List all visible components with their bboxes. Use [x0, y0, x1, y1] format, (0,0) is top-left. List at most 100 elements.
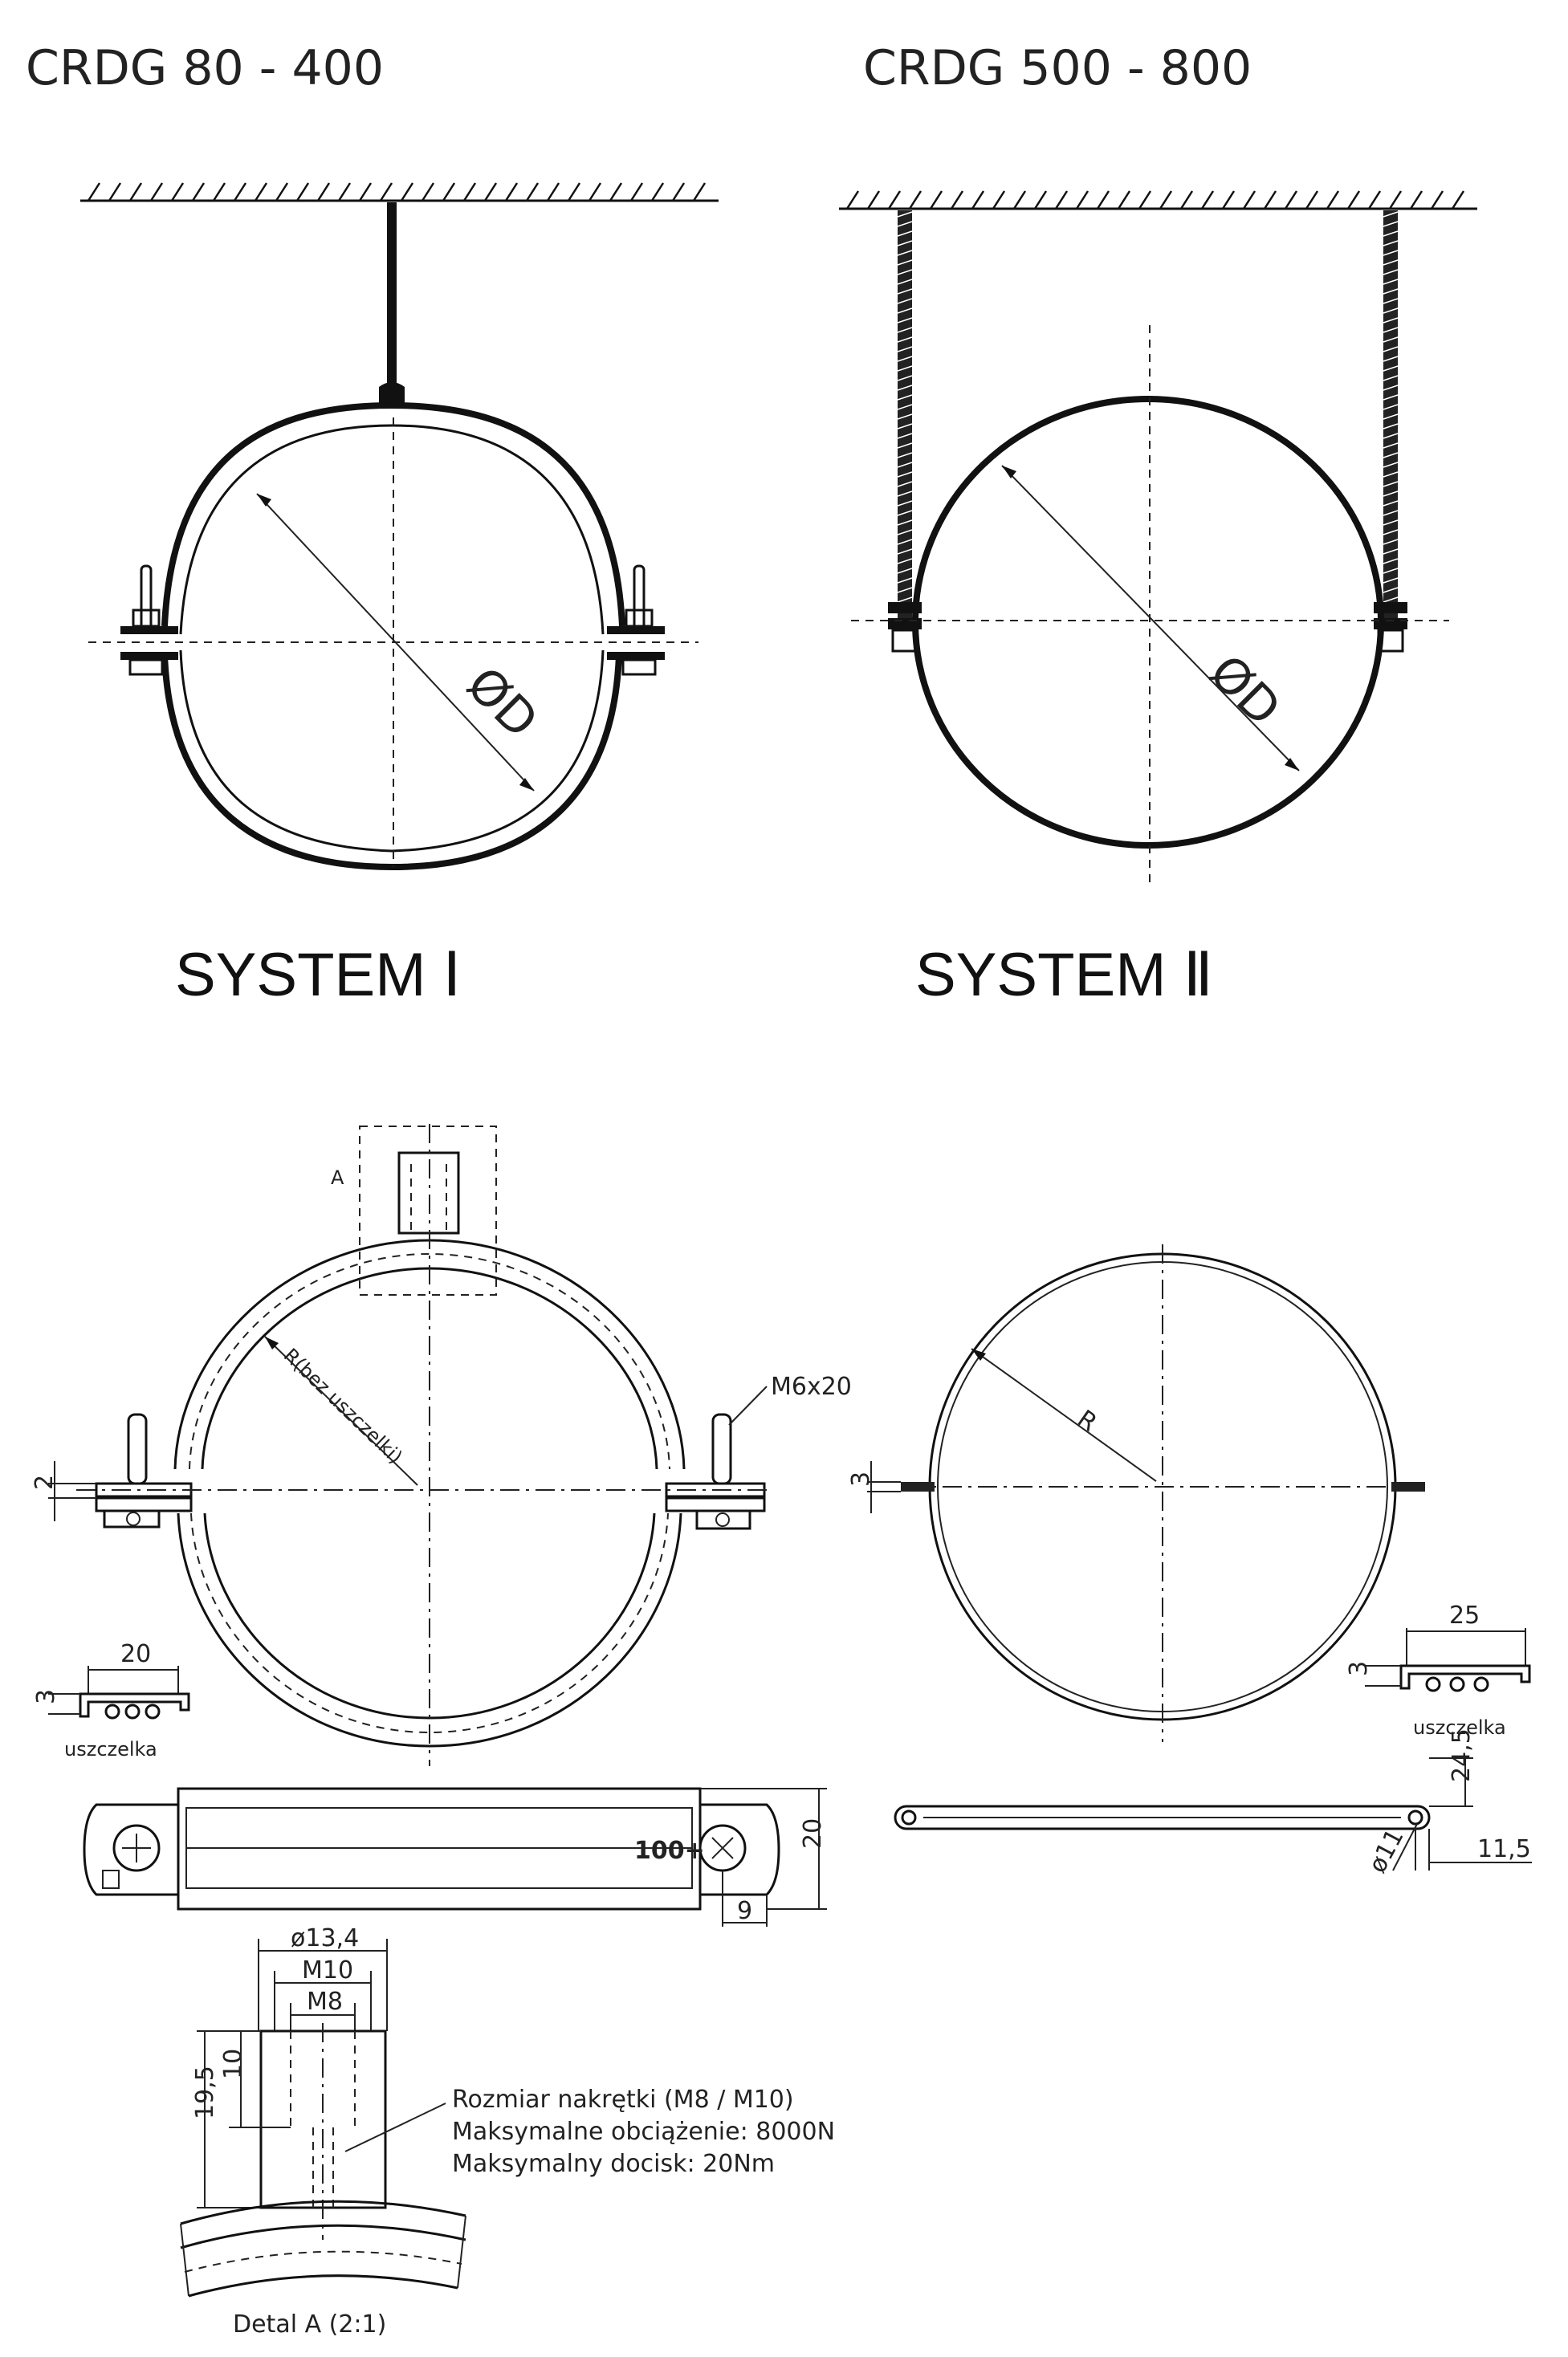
detail-a-frame [359, 1126, 497, 1296]
radius-arrow-ring [971, 1349, 986, 1361]
rod-thread-mark [1383, 587, 1399, 593]
hatch-stroke [971, 190, 985, 210]
bolt-left-nut [132, 609, 161, 628]
rod-thread-mark [897, 365, 913, 372]
strip-hole-right [1407, 1809, 1423, 1826]
title-crdg-500-800: CRDG 500 - 800 [863, 40, 1252, 96]
rod-thread-mark [1383, 500, 1399, 507]
hatch-stroke [442, 182, 456, 202]
band-marking: 100+ [634, 1837, 705, 1865]
rod-thread-mark [897, 307, 913, 314]
lug-left-lower [95, 1496, 193, 1512]
rod-thread-mark [1383, 346, 1399, 352]
hatch-stroke [1117, 190, 1131, 210]
diameter-arrow-left-b [519, 778, 534, 791]
system-1-label: SYSTEM Ⅰ [175, 941, 461, 1009]
seal-right-bump-3 [1473, 1676, 1489, 1692]
dim-band-width: 20 [799, 1818, 827, 1849]
hatch-stroke [1054, 190, 1069, 210]
diameter-label-right: ØD [1199, 645, 1292, 738]
detail-a-marker: A [331, 1166, 344, 1189]
dim-thread-depth: 10 [219, 2049, 247, 2079]
rod-thread-mark [897, 548, 913, 555]
hatch-stroke [1075, 190, 1089, 210]
rod-thread-mark [1383, 230, 1399, 237]
rod-thread-mark [1383, 452, 1399, 458]
screw-cross-left [122, 1834, 151, 1862]
hatch-stroke [462, 182, 477, 202]
seal-left-bump-3 [145, 1704, 161, 1720]
lug-left-upper [95, 1482, 193, 1498]
nut-left-bottom [103, 1509, 161, 1529]
hatch-stroke [1221, 190, 1236, 210]
lug-right-lower [665, 1496, 766, 1512]
rod-thread-mark [1383, 327, 1399, 333]
rod-thread-mark [1383, 404, 1399, 410]
band-lug-right [698, 1803, 780, 1896]
hatch-stroke [992, 190, 1006, 210]
rod-thread-mark [897, 327, 913, 333]
seal-right-bump-1 [1425, 1676, 1441, 1692]
seal-profile-right: 25 3 uszczelka [1345, 1602, 1531, 1739]
dim-thread-m10: M10 [302, 1956, 353, 1985]
seal-shape-right [1399, 1664, 1531, 1690]
rod-thread-mark [1383, 221, 1399, 227]
bolt-m6-left [127, 1413, 148, 1485]
dim-nut-outer: ø13,4 [291, 1924, 359, 1952]
rod-nut-right-upper [1374, 602, 1407, 613]
dim-lug-offset: 9 [737, 1897, 752, 1925]
seal-width-left: 20 [120, 1640, 151, 1668]
hatch-stroke [692, 182, 707, 202]
rod-threads [897, 211, 1399, 613]
rod-thread-mark [897, 240, 913, 246]
hatch-stroke [671, 182, 686, 202]
hatch-stroke [254, 182, 268, 202]
dim-strip-height: 24,5 [1448, 1728, 1476, 1782]
rod-thread-mark [1383, 433, 1399, 439]
hatch-stroke [1284, 190, 1298, 210]
bolt-right-nut [625, 609, 654, 628]
system-1-drawing: ØD [80, 182, 719, 871]
rod-thread-mark [897, 288, 913, 295]
rod-thread-mark [1383, 442, 1399, 449]
rod-thread-mark [1383, 298, 1399, 304]
bolt-right-washer [621, 658, 657, 676]
seal-left-bump-1 [104, 1704, 120, 1720]
seal-shape-left [79, 1692, 190, 1718]
rod-thread-mark [897, 442, 913, 449]
flange-right-lower [607, 652, 665, 660]
hatch-stroke [650, 182, 665, 202]
hatch-stroke [1305, 190, 1319, 210]
rod-thread-mark [1383, 491, 1399, 497]
hatch-stroke [950, 190, 964, 210]
hatch-stroke [149, 182, 164, 202]
hatch-stroke [400, 182, 414, 202]
rod-thread-mark [897, 500, 913, 507]
rod-thread-mark [1383, 250, 1399, 256]
hatch-stroke [233, 182, 247, 202]
radius-line-ring [971, 1348, 1157, 1482]
hatch-stroke [525, 182, 540, 202]
hatch-stroke [908, 190, 922, 210]
detail-band-left-edge [180, 2223, 189, 2297]
rod-thread-mark [897, 336, 913, 343]
dim-gap-right: 3 [847, 1472, 875, 1487]
diameter-line-left [256, 493, 535, 792]
hatch-stroke [567, 182, 581, 202]
diameter-arrow-right-a [1002, 466, 1016, 478]
rod-thread-mark [897, 250, 913, 256]
hatch-stroke [1346, 190, 1361, 210]
hatch-stroke [212, 182, 226, 202]
seal-label-left: uszczelka [64, 1738, 157, 1761]
rod-thread-mark [897, 481, 913, 487]
bolt-m6-right [711, 1413, 732, 1485]
hatch-stroke [128, 182, 143, 202]
hatch-stroke [609, 182, 623, 202]
rod-thread-mark [897, 577, 913, 584]
seal-width-right: 25 [1449, 1602, 1480, 1630]
rod-nut-left-end [891, 629, 918, 653]
hatch-stroke [295, 182, 310, 202]
hatch-stroke [170, 182, 185, 202]
rod-thread-mark [897, 529, 913, 535]
hatch-stroke [191, 182, 206, 202]
